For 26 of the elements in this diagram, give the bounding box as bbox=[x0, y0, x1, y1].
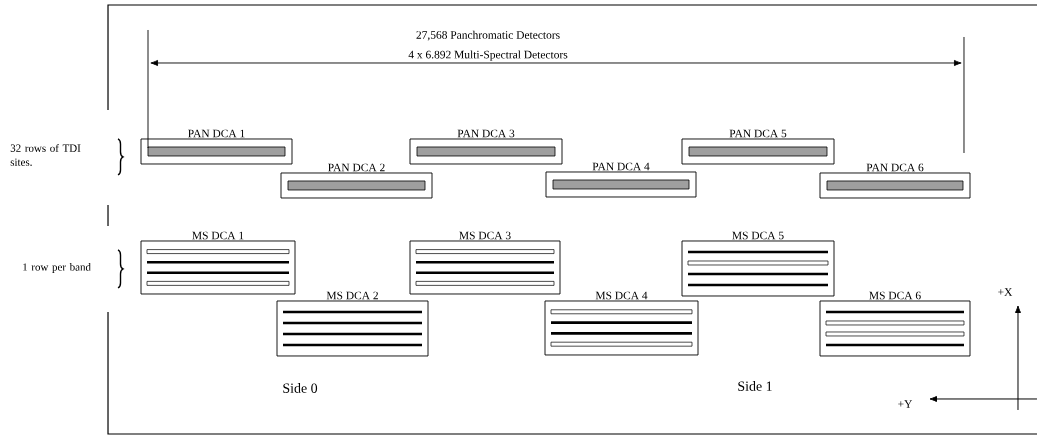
node-label: MS DCA 4 bbox=[595, 291, 648, 300]
node-label: PAN DCA 6 bbox=[866, 163, 924, 172]
node-label: PAN DCA 4 bbox=[592, 162, 650, 171]
node-label: MS DCA 1 bbox=[192, 231, 244, 240]
node-label: MS DCA 2 bbox=[326, 291, 378, 300]
side-note: 32 rows of TDI sites. bbox=[10, 144, 81, 166]
axis-label: +Y bbox=[898, 400, 913, 408]
detector-array-box: PAN DCA 3 bbox=[409, 129, 563, 165]
detector-array-box: PAN DCA 1 bbox=[140, 129, 293, 165]
detector-array-box: PAN DCA 6 bbox=[819, 163, 971, 199]
node-label: PAN DCA 2 bbox=[328, 163, 385, 172]
side-label: Side 1 bbox=[738, 381, 772, 391]
node-label: PAN DCA 3 bbox=[457, 129, 515, 138]
dimension-label: 4 x 6.892 Multi-Spectral Detectors bbox=[408, 50, 568, 61]
detector-array-box: PAN DCA 2 bbox=[280, 163, 433, 199]
node-label: MS DCA 3 bbox=[459, 231, 511, 240]
node-label: PAN DCA 1 bbox=[188, 129, 245, 138]
side-label: Side 0 bbox=[283, 383, 318, 393]
detector-array-box: PAN DCA 4 bbox=[545, 162, 697, 198]
node-label: MS DCA 6 bbox=[869, 291, 921, 300]
detector-array-box: PAN DCA 5 bbox=[681, 129, 835, 165]
node-label: PAN DCA 5 bbox=[729, 129, 787, 138]
side-note: 1 row per band bbox=[23, 263, 91, 273]
node-label: MS DCA 5 bbox=[732, 231, 784, 240]
axis-label: +X bbox=[998, 288, 1013, 296]
dimension-label: 27,568 Panchromatic Detectors bbox=[416, 30, 560, 41]
